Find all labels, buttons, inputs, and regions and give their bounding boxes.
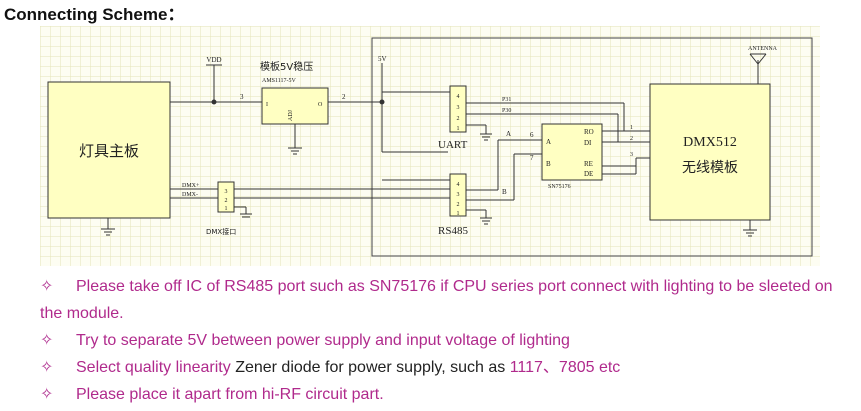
svg-text:1: 1 [457,126,460,132]
dmx512-wireless-module: DMX512 无线模板 1 2 3 [630,83,771,221]
svg-text:6: 6 [530,131,534,139]
sn75176-part: SN75176 [548,184,571,190]
note-text: Select quality linearity [76,359,236,376]
p31-label: P31 [502,97,511,103]
svg-text:3: 3 [457,105,460,111]
svg-text:2: 2 [630,136,633,142]
p30-label: P30 [502,108,511,114]
note-item: ✧ Try to separate 5V between power supply… [40,327,840,354]
regulator-title: 模板5V稳压 [260,60,313,73]
svg-text:A: A [546,138,551,146]
regulator-ams1117: 模板5V稳压 AMS1117-5V I ADJ O [260,60,329,125]
svg-text:2: 2 [457,116,460,122]
svg-text:DI: DI [584,139,592,147]
lamp-board-ground [101,218,115,236]
a-net-label: A [506,130,511,138]
diamond-bullet-icon: ✧ [40,278,54,295]
sn75176-chip: A B RO DI RE DE SN75176 [541,123,603,190]
rs485-label: RS485 [438,225,468,237]
svg-text:B: B [546,160,551,168]
b-net-label: B [502,188,507,196]
regulator-part: AMS1117-5V [262,78,297,84]
note-text: 1117、7805 etc [509,359,621,376]
note-text: Try to separate 5V between power supply … [76,332,570,349]
module-ground [743,220,757,237]
antenna-label: ANTENNA [748,46,778,52]
svg-text:ADJ: ADJ [288,109,294,121]
svg-text:3: 3 [630,152,633,158]
svg-text:3: 3 [225,189,228,195]
svg-text:4: 4 [457,94,460,100]
svg-text:I: I [266,102,268,108]
svg-text:4: 4 [457,182,460,188]
note-item: ✧Please take off IC of RS485 port such a… [40,273,840,327]
five-v-label: 5V [378,55,387,63]
svg-text:1: 1 [630,125,633,131]
net-3-label: 3 [240,93,244,101]
diamond-bullet-icon: ✧ [40,332,54,349]
svg-text:RE: RE [584,160,593,168]
note-text: Zener diode for power supply, such as [235,359,510,376]
module-subtitle: 无线模板 [682,160,738,176]
dmx-minus-label: DMX- [182,192,198,198]
page-heading: Connecting Scheme： [4,5,185,24]
diamond-bullet-icon: ✧ [40,359,54,376]
module-title: DMX512 [683,135,737,150]
svg-text:1: 1 [457,211,460,217]
notes-list: ✧Please take off IC of RS485 port such a… [40,273,840,408]
lamp-board-label: 灯具主板 [79,142,139,160]
net-2-label: 2 [342,93,346,101]
svg-text:3: 3 [457,192,460,198]
lamp-main-board: 灯具主板 [47,81,171,219]
note-item: ✧ Please place it apart from hi-RF circui… [40,381,840,408]
uart-label: UART [438,139,468,151]
dmx-port-connector: 3 2 1 DMX接口 [206,181,236,236]
module-outline [371,37,813,257]
note-text: Please take off IC of RS485 port such as… [40,278,833,322]
svg-text:DE: DE [584,170,593,178]
svg-text:2: 2 [457,202,460,208]
uart-connector: 4 3 2 1 UART [438,85,468,151]
svg-text:7: 7 [530,154,534,162]
vdd-label: VDD [206,56,221,64]
antenna-icon [749,53,767,84]
dmx-plus-label: DMX+ [182,183,200,189]
note-text: Please place it apart from hi-RF circuit… [76,386,384,403]
diamond-bullet-icon: ✧ [40,386,54,403]
connection-schematic: 灯具主板 VDD 3 模板5V稳压 AMS1117-5V I ADJ O 2 5… [40,26,820,266]
svg-text:2: 2 [225,198,228,204]
note-item: ✧ Select quality linearity Zener diode fo… [40,354,840,381]
rs485-connector: 4 3 2 1 RS485 [438,173,468,237]
svg-text:1: 1 [225,206,228,212]
svg-text:RO: RO [584,128,594,136]
svg-text:O: O [318,102,323,108]
dmx-port-label: DMX接口 [206,227,236,236]
